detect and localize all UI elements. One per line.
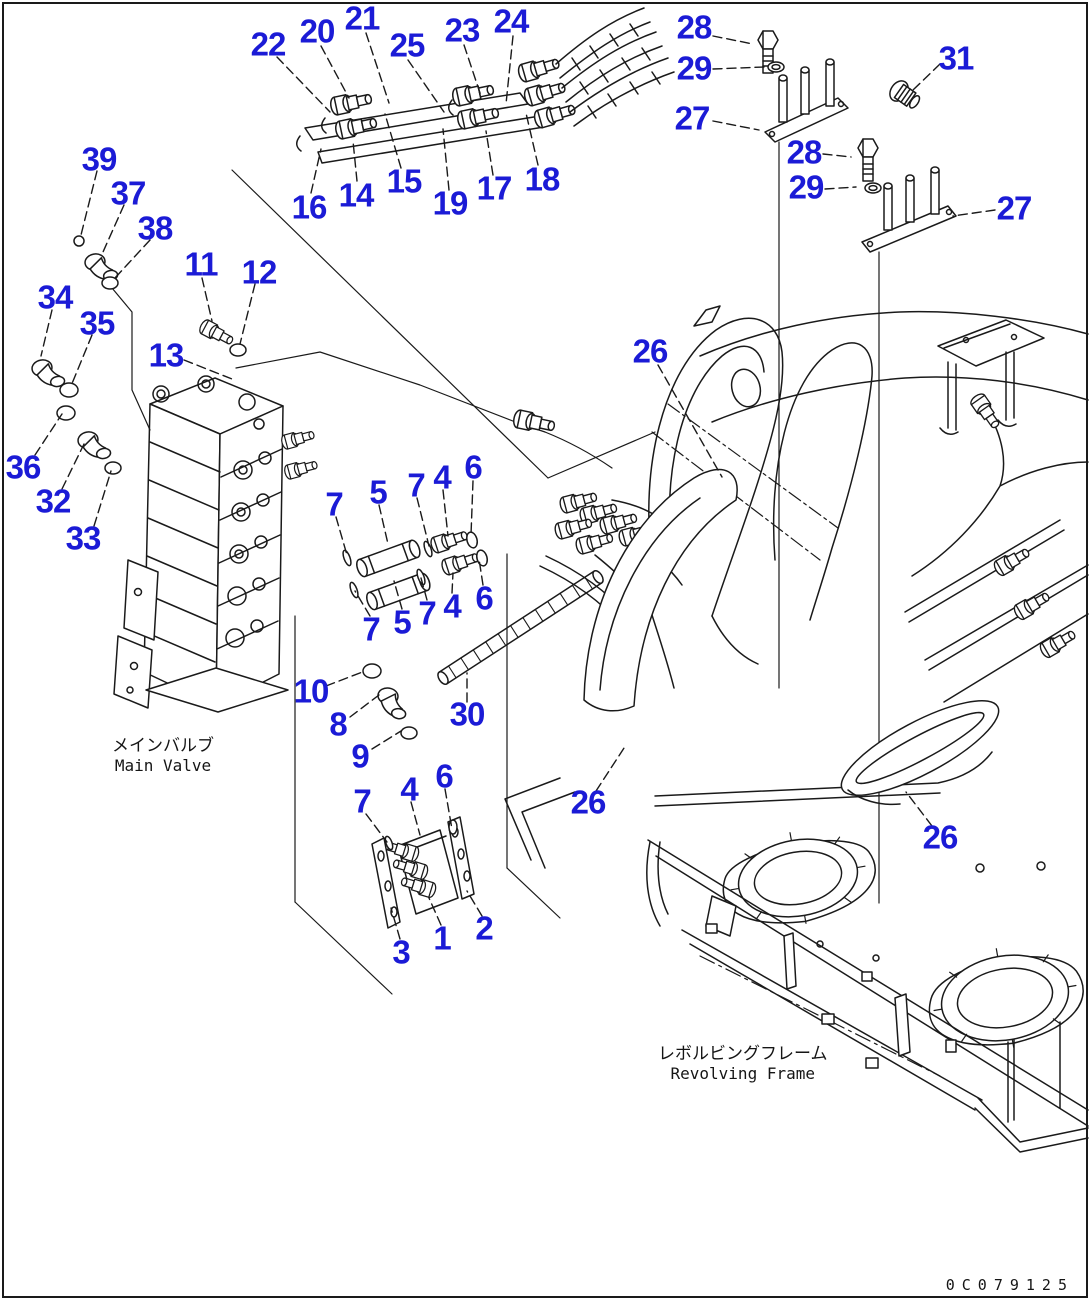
callout-15: 15 (386, 162, 423, 200)
pin-bracket-upper-drawing (757, 30, 849, 689)
callout-21: 21 (344, 0, 381, 37)
revolving-frame-label-en: Revolving Frame (670, 1064, 816, 1083)
main-valve-label-en: Main Valve (114, 756, 212, 775)
callout-26: 26 (922, 818, 959, 856)
callout-36: 36 (5, 448, 42, 486)
callout-7: 7 (325, 485, 343, 523)
callout-39: 39 (81, 140, 118, 178)
hoses-top (555, 7, 675, 127)
callout-5: 5 (393, 603, 411, 641)
callout-22: 22 (250, 25, 287, 63)
callout-30: 30 (449, 695, 486, 733)
lower-manifold-drawing (371, 777, 576, 929)
callout-27: 27 (674, 99, 711, 137)
callout-27: 27 (996, 189, 1033, 227)
callout-12: 12 (241, 253, 278, 291)
callout-11: 11 (184, 245, 219, 283)
callout-2: 2 (475, 909, 493, 947)
left-fittings-drawing (30, 235, 247, 475)
callout-28: 28 (786, 133, 823, 171)
callout-28: 28 (676, 8, 713, 46)
callout-6: 6 (435, 757, 453, 795)
callout-16: 16 (291, 188, 328, 226)
pilot-line-fitting (511, 408, 557, 437)
callout-5: 5 (369, 473, 387, 511)
hose-fittings-top (328, 53, 578, 141)
callout-29: 29 (676, 49, 713, 87)
callout-3: 3 (392, 933, 410, 971)
callout-6: 6 (475, 579, 493, 617)
callout-20: 20 (299, 12, 336, 50)
callout-10: 10 (293, 672, 330, 710)
main-valve-label-jp: メインバルブ (112, 736, 214, 756)
callout-26: 26 (570, 783, 607, 821)
callout-19: 19 (432, 184, 469, 222)
plug-31-drawing (889, 80, 921, 109)
callout-38: 38 (137, 209, 174, 247)
callout-14: 14 (338, 176, 375, 214)
callout-32: 32 (35, 482, 72, 520)
main-valve-drawing (111, 287, 320, 713)
leader-lines (34, 32, 996, 940)
callout-23: 23 (444, 11, 481, 49)
pin-bracket-lower-drawing (857, 138, 957, 904)
callout-7: 7 (362, 610, 380, 648)
callout-1: 1 (433, 919, 451, 957)
revolving-frame-drawing (547, 305, 1089, 1153)
callout-4: 4 (433, 458, 451, 496)
callout-4: 4 (443, 587, 461, 625)
callout-8: 8 (329, 705, 347, 743)
callout-7: 7 (407, 466, 425, 504)
callout-6: 6 (464, 448, 482, 486)
callout-25: 25 (389, 26, 426, 64)
callout-37: 37 (110, 174, 147, 212)
drawing-number: 0C079125 (945, 1276, 1074, 1294)
callout-4: 4 (400, 770, 418, 808)
elbow-8-drawing (362, 663, 418, 740)
projection-lines (231, 169, 613, 995)
sleeve-30-drawing (437, 569, 604, 686)
main-valve-label: メインバルブ Main Valve (112, 736, 214, 776)
callout-31: 31 (938, 39, 975, 77)
callout-7: 7 (418, 594, 436, 632)
revolving-frame-label: レボルビングフレーム Revolving Frame (658, 1044, 828, 1084)
callout-18: 18 (524, 160, 561, 198)
callout-35: 35 (79, 304, 116, 342)
callout-26: 26 (632, 332, 669, 370)
callout-17: 17 (476, 169, 513, 207)
callout-9: 9 (351, 737, 369, 775)
callout-34: 34 (37, 278, 74, 316)
callout-33: 33 (65, 519, 102, 557)
revolving-frame-label-jp: レボルビングフレーム (658, 1044, 828, 1064)
callout-24: 24 (493, 2, 530, 40)
middle-fittings-drawing (342, 526, 489, 612)
callout-7: 7 (353, 782, 371, 820)
callout-13: 13 (148, 336, 185, 374)
callout-29: 29 (788, 168, 825, 206)
